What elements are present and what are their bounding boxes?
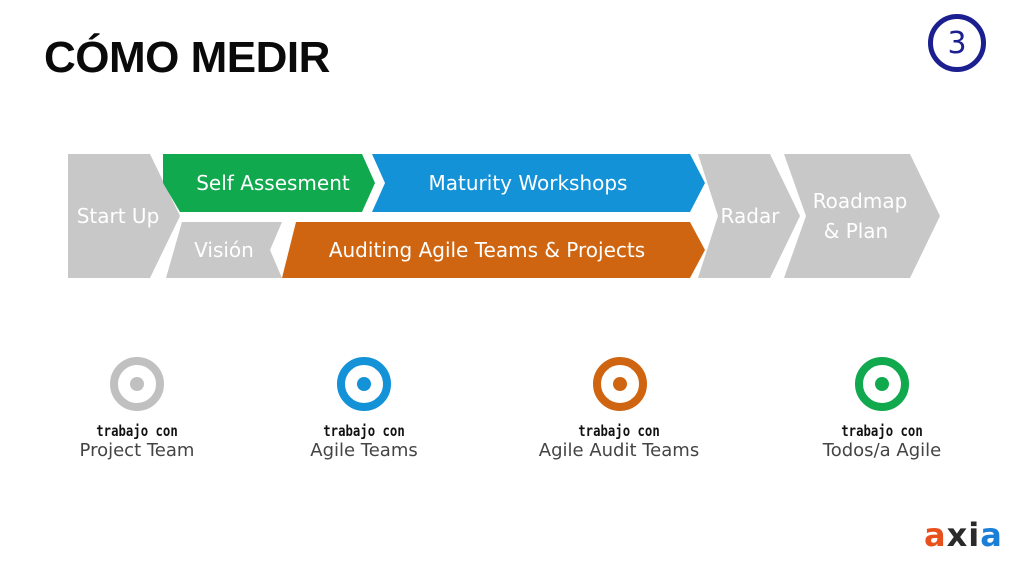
flow-step-self-assesment bbox=[163, 154, 375, 212]
target-icon bbox=[110, 357, 164, 411]
flow-step-auditing bbox=[282, 222, 705, 278]
flow-step-vision bbox=[166, 222, 282, 278]
axia-logo: axia bbox=[924, 516, 1003, 554]
target-icon bbox=[337, 357, 391, 411]
slide-number-badge: 3 bbox=[928, 14, 986, 72]
target-caption-agile-teams: trabajo con Agile Teams bbox=[254, 422, 474, 462]
page-title: CÓMO MEDIR bbox=[44, 33, 330, 82]
target-caption-big: Agile Teams bbox=[310, 440, 418, 461]
flow-step-start-up-label: Start Up bbox=[77, 204, 160, 228]
target-caption-big: Agile Audit Teams bbox=[538, 440, 700, 461]
flow-step-vision-label: Visión bbox=[194, 238, 254, 262]
flow-step-auditing-label: Auditing Agile Teams & Projects bbox=[329, 238, 645, 262]
flow-step-maturity-workshops-label: Maturity Workshops bbox=[429, 171, 628, 195]
target-caption-big: Project Team bbox=[79, 440, 195, 461]
flow-step-roadmap-label-line1: Roadmap bbox=[813, 189, 908, 213]
target-icon bbox=[593, 357, 647, 411]
target-caption-agile-audit-teams: trabajo con Agile Audit Teams bbox=[509, 422, 729, 462]
target-caption-small: trabajo con bbox=[96, 422, 178, 440]
target-caption-small: trabajo con bbox=[578, 422, 660, 440]
target-caption-small: trabajo con bbox=[323, 422, 405, 440]
flow-step-start-up bbox=[68, 154, 180, 278]
target-caption-big: Todos/a Agile bbox=[822, 440, 942, 461]
target-icon bbox=[855, 357, 909, 411]
process-flow-diagram: Start Up Self Assesment Maturity Worksho… bbox=[68, 154, 940, 278]
flow-step-radar-label: Radar bbox=[721, 204, 781, 228]
flow-step-roadmap-label-line2: & Plan bbox=[824, 219, 889, 243]
flow-step-maturity-workshops bbox=[372, 154, 705, 212]
flow-step-radar bbox=[698, 154, 800, 278]
target-caption-todos-agile: trabajo con Todos/a Agile bbox=[772, 422, 992, 462]
target-caption-small: trabajo con bbox=[841, 422, 923, 440]
flow-step-roadmap bbox=[784, 154, 940, 278]
target-caption-project-team: trabajo con Project Team bbox=[27, 422, 247, 462]
flow-step-self-assesment-label: Self Assesment bbox=[196, 171, 350, 195]
